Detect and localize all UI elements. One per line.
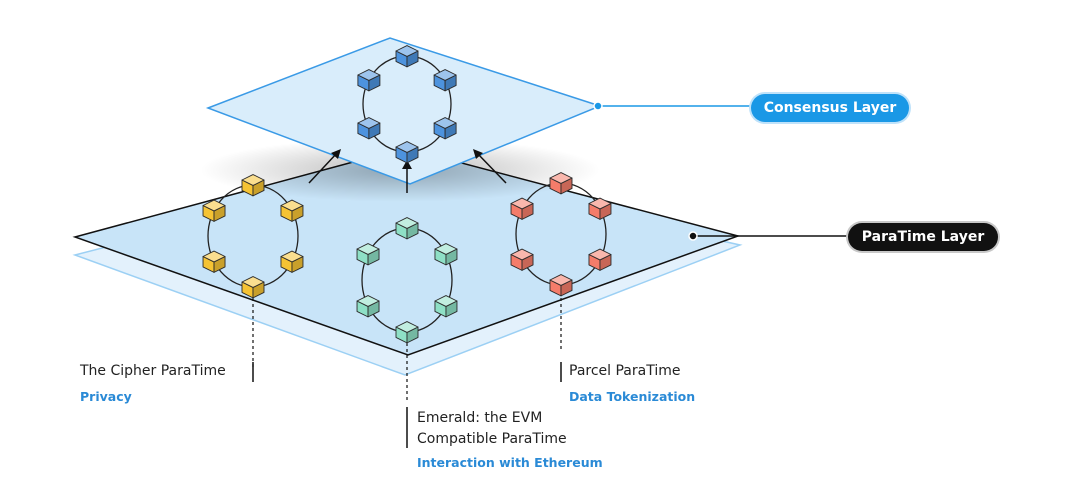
parcel-title: Parcel ParaTime [569, 363, 681, 379]
arrow-center [402, 160, 412, 193]
parcel-ring-node-3-top-face [510, 197, 534, 210]
paratime-layer-label: ParaTime Layer [848, 223, 998, 251]
consensus-ring-node-5-top-face [357, 117, 381, 129]
emerald-ring-node-2 [434, 243, 458, 266]
cipher-ring-node-6-top-face [241, 276, 265, 288]
cipher-ring-node-6 [241, 276, 265, 299]
emerald-ring-node-1-top-face [395, 217, 419, 229]
emerald-ring-node-6 [395, 321, 419, 344]
cipher-ring-node-4-top-face [280, 250, 304, 263]
parcel-ring-node-2-top-face [588, 197, 612, 210]
consensus-ring-node-6-top-face [395, 141, 419, 153]
parcel-ring-node-4 [588, 248, 612, 271]
emerald-title-line2: Compatible ParaTime [417, 431, 567, 447]
emerald-ring-node-2-top-face [434, 243, 458, 255]
consensus-ring-node-1-top-face [395, 45, 419, 57]
emerald-ring-node-4-top-face [434, 295, 458, 307]
emerald-ring-node-4 [434, 295, 458, 318]
consensus-ring-node-1 [395, 45, 419, 68]
emerald-ring-node-1 [395, 217, 419, 240]
cipher-ring [202, 174, 304, 299]
cipher-title: The Cipher ParaTime [80, 363, 226, 379]
parcel-ring-node-1-top-face [549, 172, 573, 184]
consensus-ring-node-4 [433, 117, 457, 140]
parcel-ring-node-6 [549, 274, 573, 297]
consensus-layer-label: Consensus Layer [751, 94, 909, 122]
emerald-title-line1: Emerald: the EVM [417, 410, 543, 426]
cipher-ring-node-5 [202, 250, 226, 273]
emerald-ring [356, 217, 458, 344]
cipher-ring-node-3-top-face [202, 199, 226, 212]
cipher-ring-node-5-top-face [202, 250, 226, 263]
arrow-left [308, 149, 341, 184]
parcel-ring-node-3 [510, 197, 534, 220]
cipher-ring-node-4 [280, 250, 304, 273]
consensus-ring-node-5 [357, 117, 381, 140]
parcel-ring-node-5 [510, 248, 534, 271]
cipher-subtitle: Privacy [80, 389, 132, 404]
consensus-ring-node-4-top-face [433, 117, 457, 129]
cipher-ring-node-2 [280, 199, 304, 222]
parcel-ring-node-6-top-face [549, 274, 573, 286]
cipher-ring-node-1-top-face [241, 174, 265, 186]
emerald-ring-node-5 [356, 295, 380, 318]
consensus-ring-node-3 [357, 69, 381, 92]
emerald-subtitle: Interaction with Ethereum [417, 455, 603, 470]
arrow-right [473, 149, 507, 184]
parcel-subtitle: Data Tokenization [569, 389, 696, 404]
parcel-ring-node-1 [549, 172, 573, 195]
consensus-ring-node-6 [395, 141, 419, 164]
emerald-ring-node-5-top-face [356, 295, 380, 307]
parcel-ring-node-2 [588, 197, 612, 220]
parcel-ring-node-5-top-face [510, 248, 534, 261]
cipher-ring-node-1 [241, 174, 265, 197]
paratime-connector-dot [688, 231, 698, 241]
consensus-ring-node-2 [433, 69, 457, 92]
cipher-ring-node-3 [202, 199, 226, 222]
emerald-ring-node-6-top-face [395, 321, 419, 333]
consensus-ring [357, 45, 457, 164]
consensus-ring-node-3-top-face [357, 69, 381, 81]
parcel-ring-node-4-top-face [588, 248, 612, 261]
consensus-ring-node-2-top-face [433, 69, 457, 81]
cipher-ring-node-2-top-face [280, 199, 304, 212]
parcel-ring [510, 172, 612, 297]
emerald-ring-node-3 [356, 243, 380, 266]
emerald-ring-node-3-top-face [356, 243, 380, 255]
consensus-connector-dot [593, 101, 603, 111]
